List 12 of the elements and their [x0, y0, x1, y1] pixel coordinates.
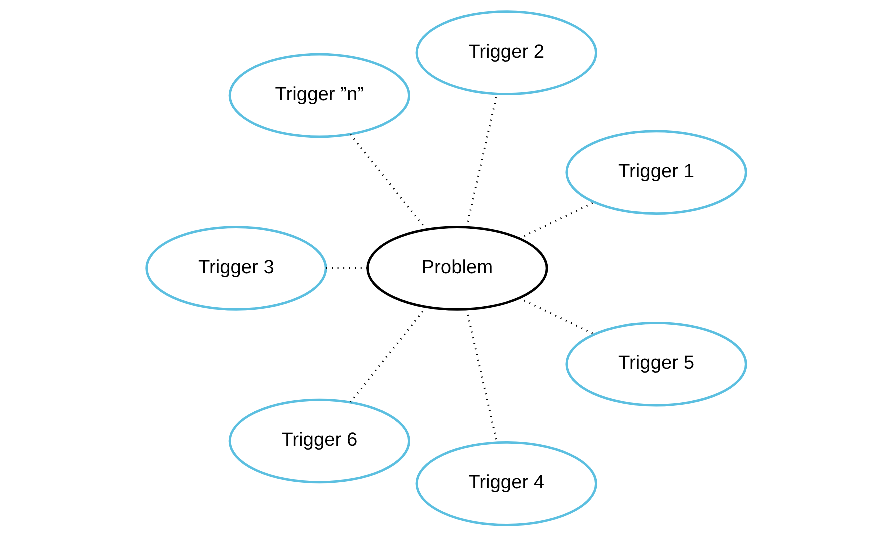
node-ellipse: Trigger 6 — [228, 398, 410, 484]
node-ellipse: Trigger ”n” — [228, 53, 410, 138]
connector — [518, 297, 595, 336]
node-ellipse: Trigger 3 — [146, 226, 328, 311]
connector — [350, 306, 428, 403]
connector — [350, 134, 428, 230]
node-ellipse: Trigger 4 — [416, 442, 598, 526]
node-ellipse: Trigger 5 — [566, 322, 748, 407]
node-ellipse: Trigger 1 — [566, 130, 748, 216]
connector — [518, 202, 595, 240]
node-ellipse: Problem — [366, 226, 548, 311]
node-ellipse: Trigger 2 — [416, 10, 598, 96]
